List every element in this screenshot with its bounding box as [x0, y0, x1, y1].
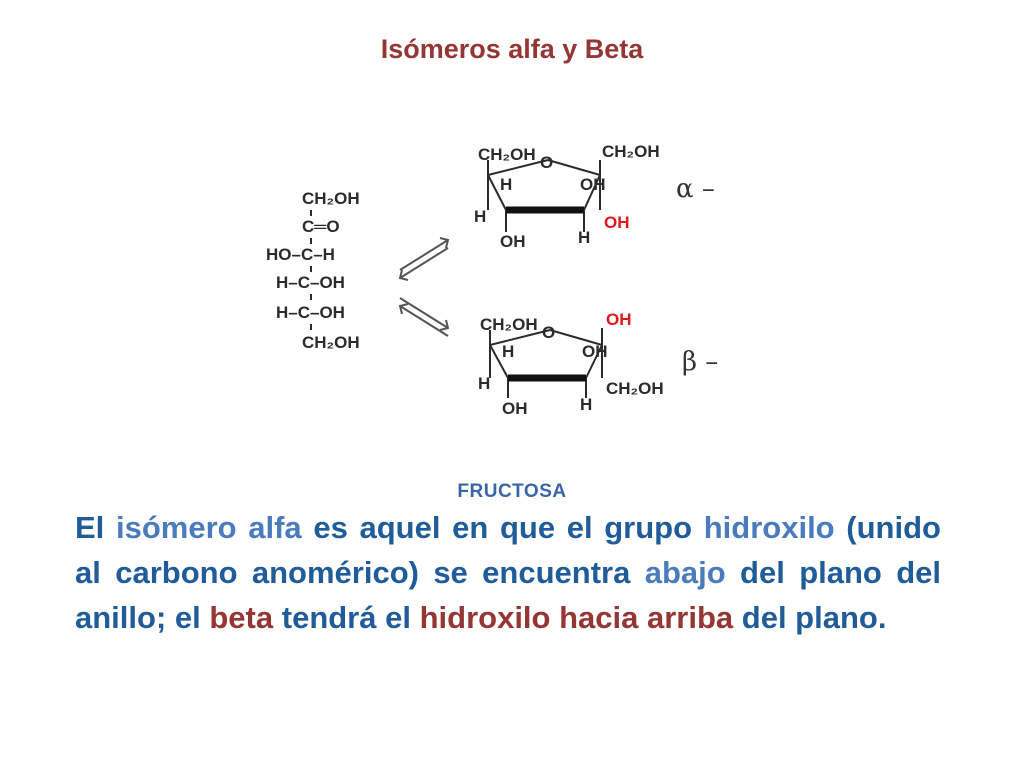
para-part-2: isómero alfa	[115, 510, 302, 545]
alpha-ch2oh-right: CH₂OH	[602, 142, 660, 161]
beta-h-left: H	[478, 374, 490, 393]
beta-furanose: CH₂OH O OH H OH H CH₂OH OH H	[478, 310, 664, 418]
para-part-6: abajo	[644, 555, 726, 590]
beta-h-top: H	[502, 342, 514, 361]
alpha-oh-top: OH	[580, 175, 606, 194]
para-part-11: del plano.	[741, 600, 887, 635]
para-part-3: es aquel en que el grupo	[313, 510, 693, 545]
alpha-h-top: H	[500, 175, 512, 194]
fructose-isomers-diagram: CH₂OH C═O HO–C–H H–C–OH H–C–OH CH₂OH	[266, 142, 718, 418]
page-title: Isómeros alfa y Beta	[380, 34, 644, 64]
open-chain-c6: CH₂OH	[302, 333, 360, 352]
open-chain-c1: CH₂OH	[302, 189, 360, 208]
open-chain-c5: H–C–OH	[276, 303, 345, 322]
open-chain-c2: C═O	[302, 217, 340, 236]
alpha-furanose: CH₂OH O CH₂OH H OH H OH OH H	[474, 142, 660, 251]
equilibrium-arrows-alpha	[398, 237, 450, 281]
alpha-ch2oh-left: CH₂OH	[478, 145, 536, 164]
alpha-anomeric-oh: OH	[604, 213, 630, 232]
beta-oh-top: OH	[582, 342, 608, 361]
beta-oh-bottom: OH	[502, 399, 528, 418]
open-chain-c3: HO–C–H	[266, 245, 335, 264]
diagram-caption: FRUCTOSA	[457, 481, 567, 502]
alpha-h-bottom: H	[578, 228, 590, 247]
para-part-10: hidroxilo hacia arriba	[419, 600, 734, 635]
para-part-9: tendrá el	[281, 600, 411, 635]
beta-ch2oh-right: CH₂OH	[606, 379, 664, 398]
beta-ring-oxygen: O	[542, 323, 555, 342]
para-part-1: El	[75, 510, 105, 545]
alpha-oh-bottom: OH	[500, 232, 526, 251]
para-part-7: del plano del anillo; el	[75, 555, 942, 635]
explanation-paragraph: El isómero alfa es aquel en que el grupo…	[75, 505, 941, 640]
alpha-h-left: H	[474, 207, 486, 226]
para-part-5: (unido al carbono anomérico) se encuentr…	[75, 510, 941, 590]
beta-ch2oh-left: CH₂OH	[480, 315, 538, 334]
equilibrium-arrows-beta	[398, 297, 450, 337]
open-chain-c4: H–C–OH	[276, 273, 345, 292]
alpha-label: α –	[676, 174, 715, 204]
beta-label: β –	[682, 347, 718, 377]
alpha-ring-oxygen: O	[540, 153, 553, 172]
beta-anomeric-oh: OH	[606, 310, 632, 329]
beta-h-bottom: H	[580, 395, 592, 414]
para-part-8: beta	[209, 600, 274, 635]
para-part-4: hidroxilo	[703, 510, 835, 545]
open-chain-fructose: CH₂OH C═O HO–C–H H–C–OH H–C–OH CH₂OH	[266, 189, 360, 352]
